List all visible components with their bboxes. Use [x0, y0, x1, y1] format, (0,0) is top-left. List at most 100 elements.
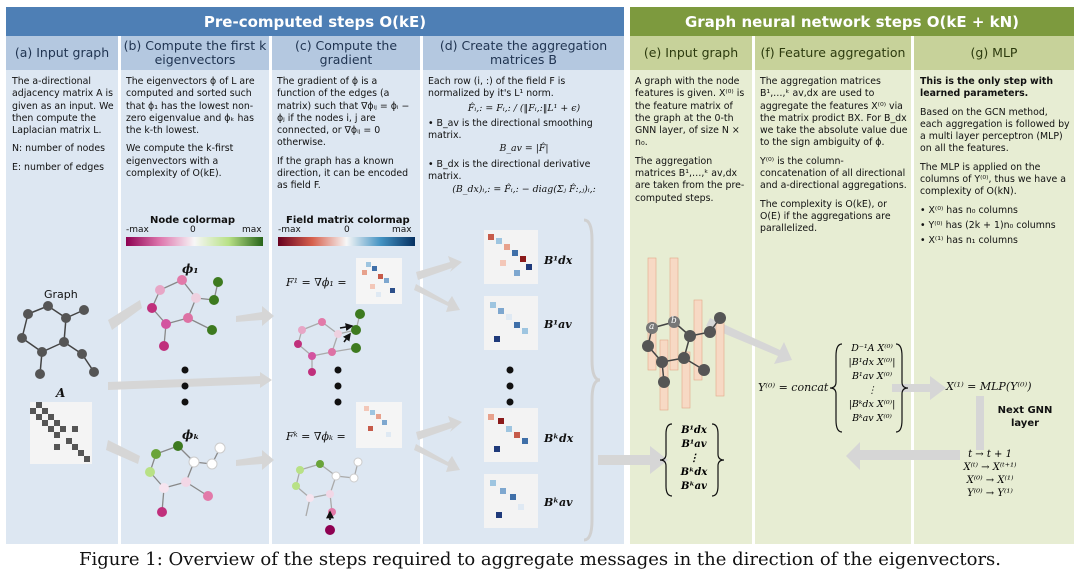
- bdx1-label: B¹dx: [544, 254, 573, 267]
- node-colormap-mid: 0: [190, 225, 196, 235]
- gradient-graph-k: [295, 461, 359, 517]
- panel-g-text: This is the only step with learned param…: [920, 76, 1070, 254]
- panel-g-title: (g) MLP: [914, 36, 1074, 70]
- mlp-formula: X⁽¹⁾ = MLP(Y⁽⁰⁾): [946, 380, 1032, 393]
- node-b: [668, 316, 680, 328]
- concat-row: D⁻¹A X⁽⁰⁾: [851, 343, 893, 354]
- panel-e-title: (e) Input graph: [630, 36, 752, 70]
- f1-formula: F¹ = ∇ϕ₁ =: [286, 276, 347, 289]
- bav1-matrix: [484, 296, 538, 350]
- panel-f-title: (f) Feature aggregation: [755, 36, 911, 70]
- gnn-steps-header: Graph neural network steps O(kE + kN): [630, 7, 1074, 36]
- arrow-ck-to-d3: [416, 416, 462, 440]
- feature-graph-nodes: [642, 312, 726, 388]
- phik-label: ϕₖ: [182, 428, 200, 442]
- panel-f-text-3: The complexity is O(kE), or O(E) if the …: [760, 198, 891, 235]
- figure-caption: Figure 1: Overview of the steps required…: [78, 549, 1002, 570]
- update-rule: X⁽⁰⁾ → X⁽¹⁾: [966, 475, 1014, 486]
- arrow-loop-back: [846, 396, 984, 470]
- panel-c-text-1: The gradient of ϕ is a function of the e…: [277, 76, 410, 149]
- panel-d-text-1: Each row (i, :) of the field F is normal…: [428, 76, 566, 100]
- node-a: [646, 322, 658, 334]
- field-matrix-k: [356, 402, 402, 448]
- panel-g-text-2: Based on the GCN method, each aggregatio…: [920, 106, 1070, 155]
- graph-label: Graph: [44, 288, 78, 301]
- panel-b-text-1: The eigenvectors ϕ of L are computed and…: [126, 76, 255, 137]
- b-stack: B¹dx B¹av ⋮ Bᵏdx Bᵏav: [674, 424, 714, 494]
- bav1-label: B¹av: [544, 318, 572, 331]
- stack-item: B¹dx: [681, 425, 707, 436]
- panel-c-text-2: If the graph has a known direction, it c…: [277, 155, 409, 192]
- gradient-graph-k-nodes: [292, 457, 363, 535]
- next-gnn-layer-label: Next GNN layer: [997, 405, 1053, 429]
- concat-left-brace: [829, 343, 843, 433]
- stack-item: ⋮: [689, 453, 699, 464]
- stack-item: B¹av: [681, 439, 707, 450]
- update-rules: t → t + 1 X⁽ᵗ⁾ → X⁽ᵗ⁺¹⁾ X⁽⁰⁾ → X⁽¹⁾ Y⁽⁰⁾…: [950, 448, 1030, 500]
- panel-a-text-2: N: number of nodes: [12, 143, 106, 155]
- update-rule: X⁽ᵗ⁾ → X⁽ᵗ⁺¹⁾: [963, 462, 1017, 473]
- arrow-e-to-f: [706, 318, 792, 364]
- stack-item: Bᵏdx: [680, 467, 708, 478]
- bavk-matrix: [484, 474, 538, 528]
- bav-formula: B_av = |F̂|: [499, 143, 549, 155]
- concat-right-brace: [895, 343, 909, 433]
- panel-a-title: (a) Input graph: [6, 36, 118, 70]
- normalization-formula: F̂ᵢ,: = Fᵢ,: / (‖Fᵢ,:‖L¹ + ϵ): [467, 102, 581, 114]
- panel-b-text-2: We compute the k-first eigenvectors with…: [126, 143, 234, 180]
- panel-a-text-3: E: number of edges: [12, 161, 104, 173]
- arrow-bk-to-ck: [236, 450, 274, 470]
- gradient-arrows-1: [339, 323, 354, 343]
- field-colormap-title: Field matrix colormap: [286, 215, 410, 226]
- arrow-f-to-g: [892, 376, 946, 400]
- panel-b-title: (b) Compute the first k eigenvectors: [121, 36, 269, 70]
- gradient-graph-1-nodes: [294, 309, 365, 376]
- arrow-ck-to-d4: [414, 444, 460, 472]
- bdxk-label: Bᵏdx: [544, 432, 574, 445]
- arrow-c1-to-d1: [416, 256, 462, 280]
- stack-left-brace: [659, 423, 673, 497]
- arrow-a-mid: [108, 372, 272, 390]
- adjacency-matrix-a: [30, 402, 92, 464]
- concat-row: |Bᵏdx X⁽⁰⁾|: [848, 399, 896, 410]
- fk-formula: Fᵏ = ∇ϕₖ =: [286, 430, 346, 443]
- field-colormap-bar: [278, 237, 415, 246]
- concat-row: Bᵏav X⁽⁰⁾: [852, 413, 892, 424]
- panel-d-title: (d) Create the aggregation matrices B: [423, 36, 624, 70]
- input-graph-a-nodes: [17, 301, 99, 379]
- panel-e-text: A graph with the node features is given.…: [635, 76, 749, 211]
- panel-a-text: The a-directional adjacency matrix A is …: [12, 76, 114, 180]
- panel-g-bullet-3: • X⁽¹⁾ has n₁ columns: [920, 235, 1018, 247]
- panel-c-title: (c) Compute the gradient: [272, 36, 420, 70]
- arrow-a-to-bk: [106, 440, 140, 464]
- update-rule: t → t + 1: [968, 449, 1012, 460]
- panel-e-text-2: The aggregation matrices B¹,…,ᵏ av,dx ar…: [635, 155, 745, 204]
- panel-g-bullet-1: • X⁽⁰⁾ has n₀ columns: [920, 204, 1018, 216]
- d-brace: [583, 218, 601, 542]
- bdx1-matrix: [484, 230, 538, 284]
- panel-g-bullet-2: • Y⁽⁰⁾ has (2k + 1)n₀ columns: [920, 219, 1056, 231]
- stack-right-brace: [711, 423, 725, 497]
- bdxk-matrix: [484, 408, 538, 462]
- concat-row: |B¹dx X⁽⁰⁾|: [848, 357, 896, 368]
- vertical-ellipsis: [181, 366, 514, 406]
- node-b-label: b: [671, 316, 677, 326]
- arrow-b1-to-c1: [236, 306, 274, 326]
- graph-phik-nodes: [145, 441, 226, 517]
- concat-row: ⋮: [867, 385, 877, 396]
- bdx-formula: (B_dx)ᵢ,: = F̂ᵢ,: − diag(Σⱼ F̂:,ⱼ)ᵢ,:: [452, 184, 596, 196]
- input-graph-a: [21, 305, 95, 375]
- panel-f-text: The aggregation matrices B¹,…,ᵏ av,dx ar…: [760, 76, 908, 242]
- node-a-label: a: [649, 322, 655, 332]
- arrow-d-to-e: [598, 446, 668, 474]
- panel-g-text-3: The MLP is applied on the columns of Y⁽⁰…: [920, 161, 1067, 198]
- panel-c-text: The gradient of ϕ is a function of the e…: [277, 76, 417, 199]
- stack-item: Bᵏav: [681, 481, 707, 492]
- node-colormap-min: -max: [126, 225, 149, 235]
- panel-d-text: Each row (i, :) of the field F is normal…: [428, 76, 620, 203]
- phi1-label: ϕ₁: [182, 262, 199, 276]
- node-colormap-max: max: [242, 225, 262, 235]
- field-matrix-1: [356, 258, 402, 304]
- precomputed-steps-header: Pre-computed steps O(kE): [6, 7, 624, 36]
